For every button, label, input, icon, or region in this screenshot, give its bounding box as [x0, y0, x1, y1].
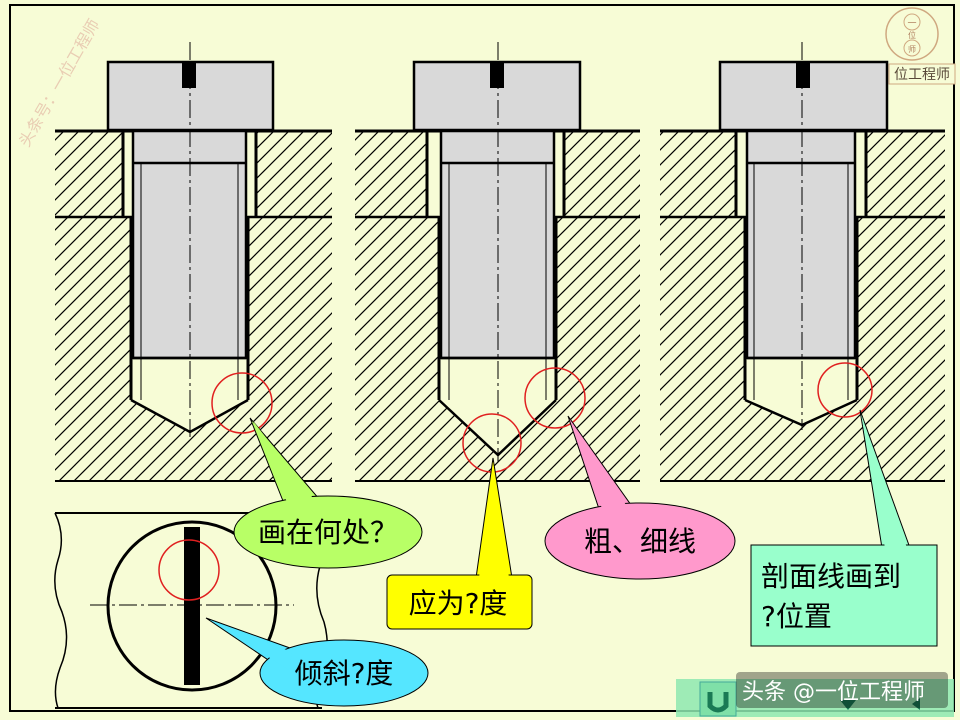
screwdriver-slot [796, 62, 810, 88]
callout-thick-thin-text: 粗、细线 [584, 525, 696, 558]
callout-angle: 应为?度 [386, 457, 533, 630]
break-line [54, 512, 68, 709]
bolt-panel-3 [660, 42, 945, 482]
callout-hatch-extent: 剖面线画到 ?位置 [750, 409, 938, 647]
bolt-head-outline [106, 520, 278, 692]
highlight-circle [524, 367, 586, 429]
screwdriver-slot [490, 62, 504, 88]
callout-where-to-draw: 画在何处？ [233, 417, 423, 569]
callout-angle-text: 应为?度 [409, 587, 508, 620]
left-arrow-icon[interactable] [912, 698, 920, 710]
slide-frame [9, 4, 955, 712]
bolt-shank [745, 129, 857, 360]
footer-nav: 头条 @一位工程师 [676, 672, 954, 717]
bolt-panel-2 [355, 42, 640, 482]
logo-glyph: 位 [908, 30, 916, 40]
footer-source-text: 头条 @一位工程师 [742, 680, 925, 705]
highlight-circle [817, 362, 873, 418]
logo-label: 位工程师 [894, 67, 950, 83]
logo-glyph: 一 [907, 19, 916, 29]
highlight-circle [158, 539, 220, 601]
down-arrow-icon[interactable] [840, 700, 856, 710]
screwdriver-slot [182, 62, 196, 88]
callout-hatch-extent-line1: 剖面线画到 [761, 560, 901, 593]
watermark-logo: 一 位 师 位工程师 [885, 7, 956, 85]
callout-thick-thin: 粗、细线 [544, 415, 736, 580]
undo-arrow-icon[interactable] [699, 681, 737, 717]
callout-where-to-draw-text: 画在何处？ [258, 516, 398, 549]
screwdriver-slot [184, 527, 200, 685]
bolt-panel-1 [55, 42, 332, 482]
callout-hatch-extent-line2: ?位置 [761, 600, 832, 633]
source-badge [736, 672, 948, 708]
highlight-circle [211, 372, 273, 434]
logo-glyph: 师 [908, 44, 916, 54]
callout-tilt: 倾斜?度 [205, 617, 429, 707]
callout-tilt-text: 倾斜?度 [295, 657, 394, 690]
